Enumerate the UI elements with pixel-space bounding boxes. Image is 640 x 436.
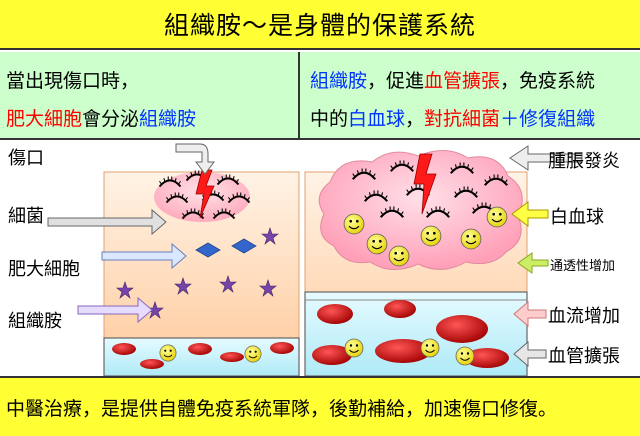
plus-sign: ＋ (500, 108, 520, 130)
fight-bacteria-term: 對抗細菌 (424, 108, 501, 130)
wound-bolt-right (413, 153, 437, 215)
label-blood-flow: 血流增加 (548, 306, 620, 327)
header-right-line1: 組織胺，促進血管擴張，免疫系統 (310, 62, 640, 100)
header-right: 組織胺，促進血管擴張，免疫系統 中的白血球，對抗細菌＋修復組織 (302, 52, 640, 140)
left-panel (47, 143, 300, 377)
header-left-line1: 當出現傷口時， (6, 70, 140, 92)
histamine-term: 組織胺 (139, 108, 197, 130)
bacteria-cluster (154, 170, 251, 222)
header-right-line2: 中的白血球，對抗細菌＋修復組織 (310, 100, 640, 138)
promote-text: ，促進 (367, 70, 425, 92)
right-arrows (509, 145, 583, 368)
diagram-area: 傷口 細菌 肥大細胞 組織胺 腫脹發炎 白血球 通透性增加 血流增加 血管擴張 (0, 142, 640, 377)
label-bacteria: 細菌 (8, 206, 44, 227)
label-vasodilation: 血管擴張 (548, 346, 620, 367)
wound-bolt-left (195, 169, 215, 219)
vessel-cells-right (312, 300, 509, 368)
mast-cell (231, 238, 257, 254)
mast-cell-term: 肥大細胞 (6, 108, 83, 130)
vasodilation-term: 血管擴張 (424, 70, 501, 92)
label-permeability: 通透性增加 (550, 259, 616, 274)
secrete-text: 會分泌 (82, 108, 140, 130)
histamine-molecules (116, 227, 279, 319)
vessel-cells-left (112, 342, 294, 369)
right-panel (304, 145, 583, 377)
label-wound: 傷口 (8, 148, 44, 169)
footer-note: 中醫治療，是提供自體免疫系統軍隊，後勤補給，加速傷口修復。 (0, 376, 640, 436)
immune-system-text: ，免疫系統 (500, 70, 596, 92)
header-left: 當出現傷口時， 肥大細胞會分泌組織胺 (0, 52, 300, 140)
comma-text: ， (405, 108, 425, 130)
label-white-blood-cell: 白血球 (550, 207, 604, 228)
left-arrows (47, 143, 215, 324)
page-title: 組織胺～是身體的保護系統 (0, 0, 640, 50)
diagram-svg (47, 143, 583, 377)
label-mast-cell: 肥大細胞 (8, 259, 80, 280)
header-left-line2: 肥大細胞會分泌組織胺 (6, 100, 298, 138)
of-text: 中的 (310, 108, 349, 130)
histamine-term-right: 組織胺 (310, 70, 368, 92)
white-cell-term: 白血球 (348, 108, 406, 130)
label-swelling: 腫脹發炎 (548, 151, 620, 172)
label-histamine: 組織胺 (8, 311, 62, 332)
mast-cell (195, 242, 221, 258)
repair-tissue-term: 修復組織 (519, 108, 596, 130)
header-row: 當出現傷口時， 肥大細胞會分泌組織胺 組織胺，促進血管擴張，免疫系統 中的白血球… (0, 52, 640, 140)
